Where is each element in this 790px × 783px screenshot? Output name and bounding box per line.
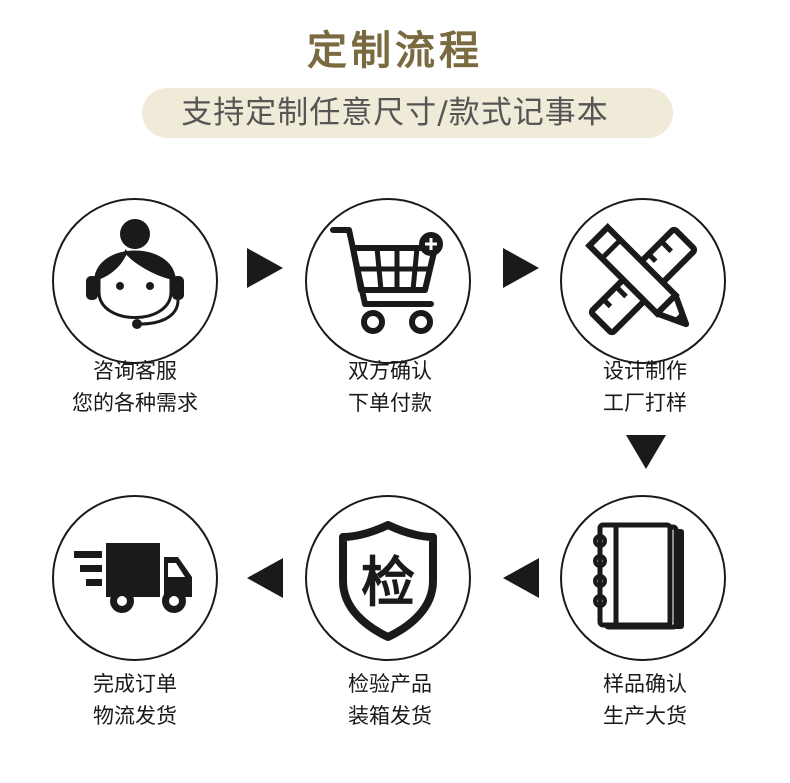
arrow-left-1-icon [503, 558, 539, 598]
page-subtitle: 支持定制任意尺寸/款式记事本 [181, 95, 609, 131]
customer-service-icon [86, 219, 184, 329]
step-sample-confirm-line2: 生产大货 [603, 704, 687, 728]
step-sample-confirm-circle [560, 495, 726, 661]
subtitle-background [142, 88, 673, 138]
step-sample-confirm-label: 样品确认 生产大货 [545, 668, 745, 732]
step-confirm-order-label: 双方确认 下单付款 [290, 355, 490, 419]
step-confirm-order-circle [305, 198, 471, 364]
shopping-cart-icon [330, 227, 443, 334]
step-consult-line1: 咨询客服 [93, 359, 177, 383]
step-inspection-line2: 装箱发货 [348, 704, 432, 728]
step-design-line2: 工厂打样 [603, 391, 687, 415]
page-title: 定制流程 [307, 28, 483, 74]
step-design-label: 设计制作 工厂打样 [545, 355, 745, 419]
step-consult-circle [52, 198, 218, 364]
step-design-line1: 设计制作 [603, 359, 687, 383]
step-inspection-line1: 检验产品 [348, 672, 432, 696]
arrow-right-2-icon [503, 248, 539, 288]
step-inspection-label: 检验产品 装箱发货 [290, 668, 490, 732]
step-consult-label: 咨询客服 您的各种需求 [35, 355, 235, 419]
step-delivery-line2: 物流发货 [93, 704, 177, 728]
pencil-ruler-icon [585, 223, 698, 336]
arrow-left-2-icon [247, 558, 283, 598]
step-design-circle [560, 198, 726, 364]
arrow-down-icon [626, 435, 666, 469]
notebook-icon [593, 522, 684, 630]
step-inspection-circle: 检 [305, 495, 471, 661]
inspection-shield-icon: 检 [339, 521, 437, 641]
inspection-glyph: 检 [361, 551, 415, 614]
step-consult-line2: 您的各种需求 [72, 391, 198, 415]
step-delivery-label: 完成订单 物流发货 [35, 668, 235, 732]
step-sample-confirm-line1: 样品确认 [603, 672, 687, 696]
step-confirm-order-line1: 双方确认 [348, 359, 432, 383]
delivery-truck-icon [74, 543, 192, 613]
step-delivery-circle [52, 495, 218, 661]
step-confirm-order-line2: 下单付款 [348, 391, 432, 415]
step-delivery-line1: 完成订单 [93, 672, 177, 696]
arrow-right-1-icon [247, 248, 283, 288]
